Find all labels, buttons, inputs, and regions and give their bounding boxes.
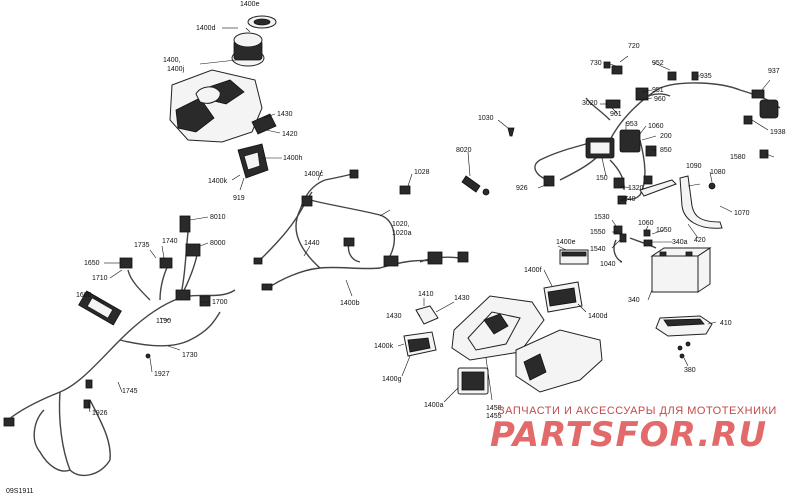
callout-label: 1430 <box>454 295 470 302</box>
callout-label: 1540 <box>590 246 606 253</box>
callout-label: 1080 <box>710 169 726 176</box>
callout-label: 1440 <box>304 240 320 247</box>
callout-label: 1700 <box>212 299 228 306</box>
callout-label: 960 <box>654 96 666 103</box>
callout-label: 961 <box>610 111 622 118</box>
callout-label: 1400c <box>304 171 324 178</box>
callout-label: 1020a <box>392 230 412 237</box>
callout-label: 1050 <box>656 227 672 234</box>
callout-label: 1070 <box>734 210 750 217</box>
callout-label: 1745 <box>122 388 138 395</box>
callout-label: 410 <box>720 320 732 327</box>
callout-label: 340a <box>672 239 688 246</box>
callout-label: 850 <box>660 147 672 154</box>
callout-label: 730 <box>590 60 602 67</box>
callout-label: 1735 <box>134 242 150 249</box>
callout-label: 1600 <box>76 292 92 299</box>
callout-label: 1040 <box>600 261 616 268</box>
callout-label: 1926 <box>92 410 108 417</box>
middle-wiring-harness <box>253 119 515 297</box>
callout-labels: 1400e 1400d 1400, 1400j 1430 1420 1400h … <box>6 1 786 495</box>
callout-label: 1400g <box>382 376 402 383</box>
callout-label: 1740 <box>162 238 178 245</box>
callout-label: 1450 <box>486 405 502 412</box>
callout-label: 8000 <box>210 240 226 247</box>
callout-label: 1060 <box>648 123 664 130</box>
callout-label: 150 <box>596 175 608 182</box>
callout-label: 1340 <box>620 196 636 203</box>
callout-label: 1060 <box>638 220 654 227</box>
callout-label: 1650 <box>84 260 100 267</box>
callout-label: 1400b <box>340 300 360 307</box>
callout-label: 1530 <box>594 214 610 221</box>
callout-label: 1710 <box>92 275 108 282</box>
callout-label: 340 <box>628 297 640 304</box>
callout-label: 1400d <box>588 313 608 320</box>
main-wiring-harness <box>3 215 236 477</box>
callout-label: 1400e <box>240 1 260 8</box>
callout-label: 1580 <box>730 154 746 161</box>
callout-label: 8010 <box>210 214 226 221</box>
callout-label: 1020, <box>392 221 410 228</box>
callout-label: 1927 <box>154 371 170 378</box>
callout-label: 380 <box>684 367 696 374</box>
callout-label: 1400k <box>374 343 394 350</box>
watermark-tagline: ЗАПЧАСТИ И АКСЕССУАРЫ ДЛЯ МОТОТЕХНИКИ <box>498 405 777 417</box>
callout-label: 1320 <box>628 185 644 192</box>
callout-label: 953 <box>626 121 638 128</box>
callout-label: 919 <box>233 195 245 202</box>
callout-label: 1400h <box>283 155 303 162</box>
callout-label: 1550 <box>590 229 606 236</box>
callout-label: 1190 <box>156 318 171 325</box>
callout-label: 937 <box>768 68 780 75</box>
callout-label: 420 <box>694 237 706 244</box>
callout-label: 1400j <box>167 66 185 73</box>
callout-label: 1410 <box>418 291 434 298</box>
watermark-brand: PARTSFOR.RU <box>490 415 767 455</box>
callout-label: 1730 <box>182 352 198 359</box>
callout-label: 1030 <box>478 115 494 122</box>
callout-label: 1420 <box>282 131 298 138</box>
battery-assembly <box>611 171 733 367</box>
callout-label: 1430 <box>386 313 402 320</box>
callout-label: 1400k <box>208 178 228 185</box>
front-wiring-harness <box>534 55 781 205</box>
watermark: ЗАПЧАСТИ И АКСЕССУАРЫ ДЛЯ МОТОТЕХНИКИ PA… <box>490 405 777 455</box>
callout-label: 1400e <box>556 239 576 246</box>
callout-label: 3020 <box>582 100 598 107</box>
callout-label: 1400a <box>424 402 444 409</box>
callout-label: 720 <box>628 43 640 50</box>
electrical-box-assembly <box>397 245 603 403</box>
callout-label: 1090 <box>686 163 702 170</box>
callout-label: 1455 <box>486 413 502 420</box>
callout-label: 951 <box>652 87 664 94</box>
callout-label: 1430 <box>277 111 293 118</box>
callout-label: 1400f <box>524 267 542 274</box>
callout-label: 200 <box>660 133 672 140</box>
callout-label: 1400, <box>163 57 181 64</box>
callout-label: 952 <box>652 60 664 67</box>
callout-label: 1938 <box>770 129 786 136</box>
diagram-code: 09S1911 <box>6 488 34 495</box>
callout-label: 1400d <box>196 25 216 32</box>
callout-label: 1028 <box>414 169 430 176</box>
callout-label: 8020 <box>456 147 472 154</box>
callout-label: 935 <box>700 73 712 80</box>
gauge-pod-assembly <box>169 15 282 191</box>
callout-label: 926 <box>516 185 528 192</box>
